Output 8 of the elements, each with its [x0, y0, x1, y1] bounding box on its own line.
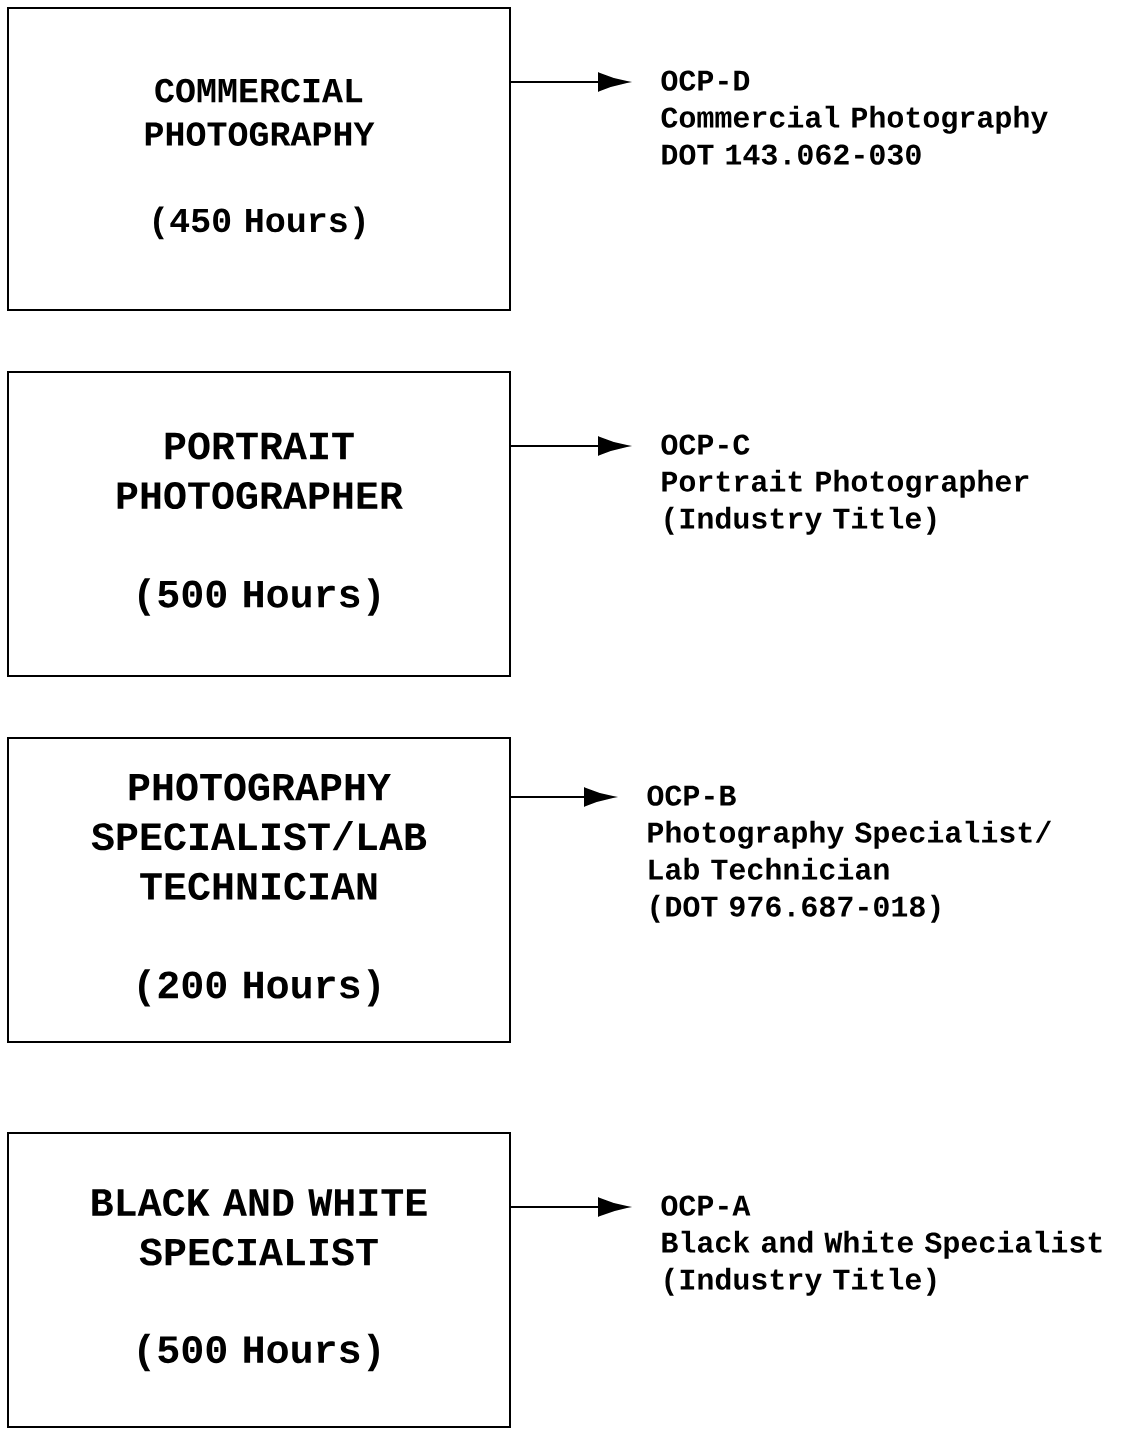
- course-box: COMMERCIAL PHOTOGRAPHY (450 Hours): [7, 7, 511, 311]
- job-title-text: OCP-A Black and White Specialist (Industry Title): [661, 1195, 1102, 1296]
- course-box: PHOTOGRAPHY SPECIALIST/LAB TECHNICIAN (200 Hours): [7, 737, 511, 1043]
- course-box: BLACK AND WHITE SPECIALIST (500 Hours): [7, 1132, 511, 1428]
- course-box: PORTRAIT PHOTOGRAPHER (500 Hours): [7, 371, 511, 677]
- job-title-text: OCP-B Photography Specialist/ Lab Technician (DOT 976.687-018): [647, 785, 1052, 923]
- job-title-text: OCP-C Portrait Photographer (Industry Title): [661, 434, 1029, 535]
- job-title-text: OCP-D Commercial Photography DOT 143.062-030: [661, 70, 1048, 165]
